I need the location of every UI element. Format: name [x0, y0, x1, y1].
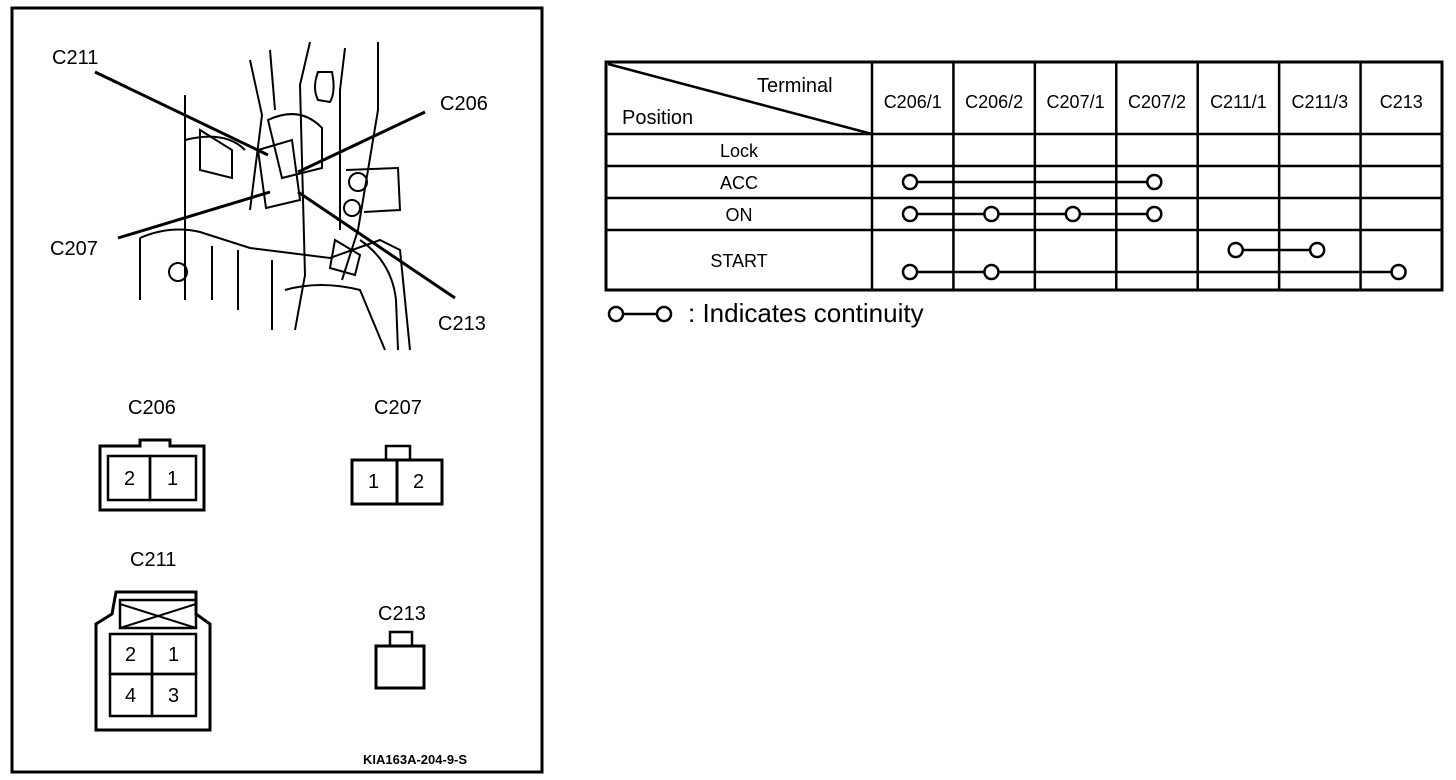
header-terminal: Terminal — [757, 75, 833, 97]
figure-code: KIA163A-204-9-S — [363, 752, 467, 767]
column-headers: C206/1 C206/2 C207/1 C207/2 C211/1 C211/3 C213 — [884, 92, 1423, 112]
column-header: C207/2 — [1128, 92, 1186, 112]
column-header: C207/1 — [1047, 92, 1105, 112]
c211-pin: 2 — [125, 644, 136, 666]
legend-node — [655, 305, 673, 323]
c206-pin: 1 — [167, 468, 178, 490]
legend-text: : Indicates continuity — [688, 298, 924, 328]
connector-c207: C207 1 2 — [350, 397, 444, 506]
connector-c206-title: C206 — [128, 397, 176, 419]
connector-c213: C213 — [374, 603, 426, 690]
connector-c213-title: C213 — [378, 603, 426, 625]
row-label: Lock — [720, 141, 759, 161]
c211-pin: 3 — [168, 685, 179, 707]
continuity-node — [983, 205, 1000, 223]
header-diagonal — [607, 62, 873, 136]
connector-c206: C206 2 1 — [98, 397, 206, 512]
row-label: START — [710, 251, 767, 271]
c207-pin: 2 — [413, 471, 424, 493]
continuity-node — [1146, 205, 1163, 223]
connector-c207-title: C207 — [374, 397, 422, 419]
callout-c206: C206 — [440, 93, 488, 115]
callout-c213: C213 — [438, 313, 486, 335]
c211-pin: 1 — [168, 644, 179, 666]
table-border — [604, 60, 1444, 292]
column-header: C206/1 — [884, 92, 942, 112]
continuity-node — [1064, 205, 1082, 223]
continuity-node — [1390, 263, 1407, 281]
column-header: C211/1 — [1210, 92, 1267, 112]
callout-lines — [94, 70, 456, 300]
grid-lines — [606, 62, 1442, 290]
c207-pin: 1 — [368, 471, 379, 493]
row-label: ACC — [720, 173, 758, 193]
continuity-node — [901, 263, 919, 281]
connector-c211-title: C211 — [130, 549, 176, 571]
continuity-node — [983, 263, 1000, 281]
legend-node — [607, 305, 625, 323]
continuity-marks — [901, 173, 1407, 281]
continuity-node — [1308, 241, 1326, 259]
connector-c211: C211 2 1 4 3 — [94, 549, 212, 732]
panel-border — [10, 6, 544, 774]
header-position: Position — [622, 107, 693, 129]
continuity-legend: : Indicates continuity — [607, 298, 924, 328]
continuity-node — [901, 173, 919, 191]
continuity-node — [1227, 241, 1244, 259]
column-header: C206/2 — [965, 92, 1023, 112]
column-header: C213 — [1380, 92, 1423, 112]
continuity-node — [901, 205, 919, 223]
c206-pin: 2 — [124, 468, 135, 490]
callout-c211: C211 — [52, 47, 98, 69]
steering-column-illustration — [139, 41, 411, 351]
continuity-node — [1146, 173, 1163, 191]
callout-c207: C207 — [50, 238, 98, 260]
continuity-table: Terminal Position C206/1 C206/2 C207/1 C207… — [604, 60, 1444, 292]
location-panel: C211 C206 C207 C213 C206 2 1 C207 1 2 C2… — [10, 6, 544, 774]
c211-pin: 4 — [125, 685, 136, 707]
column-header: C211/3 — [1291, 92, 1348, 112]
row-label: ON — [726, 205, 753, 225]
